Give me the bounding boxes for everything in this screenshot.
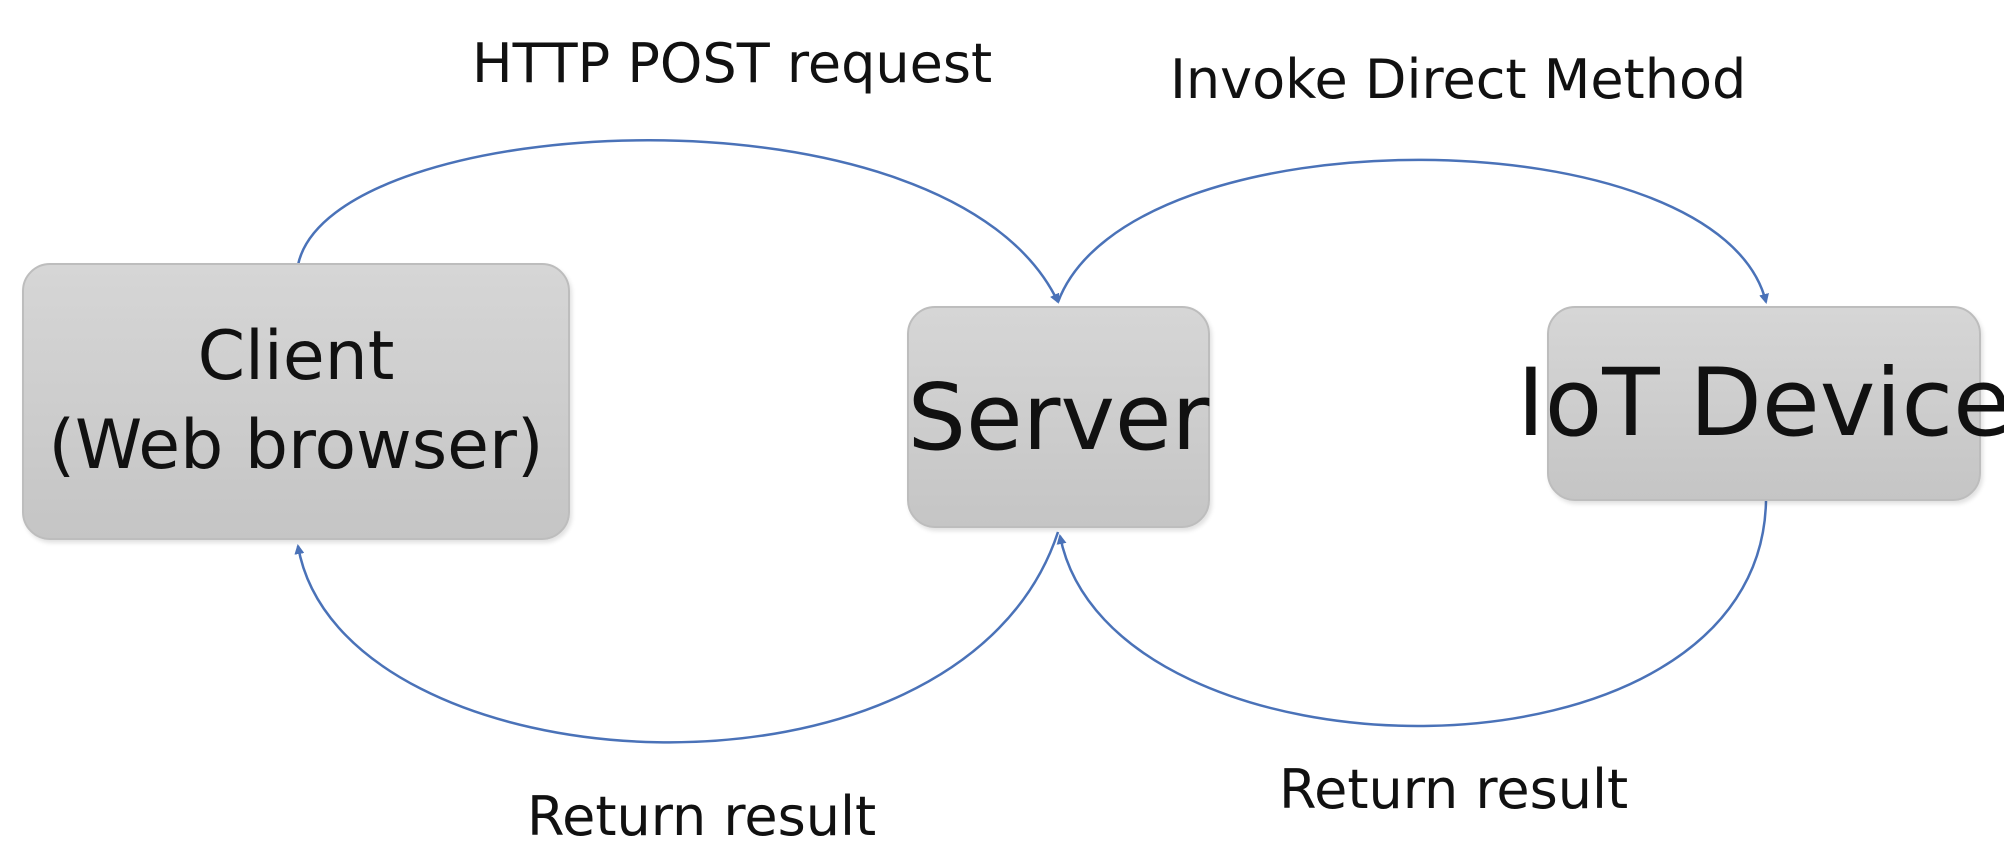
invoke-direct-method-label: Invoke Direct Method <box>1170 48 1747 111</box>
return-result-client-label: Return result <box>527 785 877 848</box>
http-post-label: HTTP POST request <box>472 32 993 95</box>
server-node: Server <box>907 306 1210 528</box>
invoke-arrow <box>1056 158 1769 304</box>
server-node-label: Server <box>907 363 1210 471</box>
return-result-to-server-arrow <box>1056 500 1768 728</box>
return-result-server-label: Return result <box>1279 758 1629 821</box>
iot-device-node: IoT Device <box>1517 306 2004 501</box>
iot-device-node-label: IoT Device <box>1517 349 2004 458</box>
client-node-title: Client <box>197 317 395 397</box>
return-result-to-client-arrow <box>294 531 1060 744</box>
client-node: Client (Web browser) <box>22 263 570 540</box>
http-post-arrow <box>296 139 1060 304</box>
client-node-subtitle: (Web browser) <box>48 405 544 485</box>
